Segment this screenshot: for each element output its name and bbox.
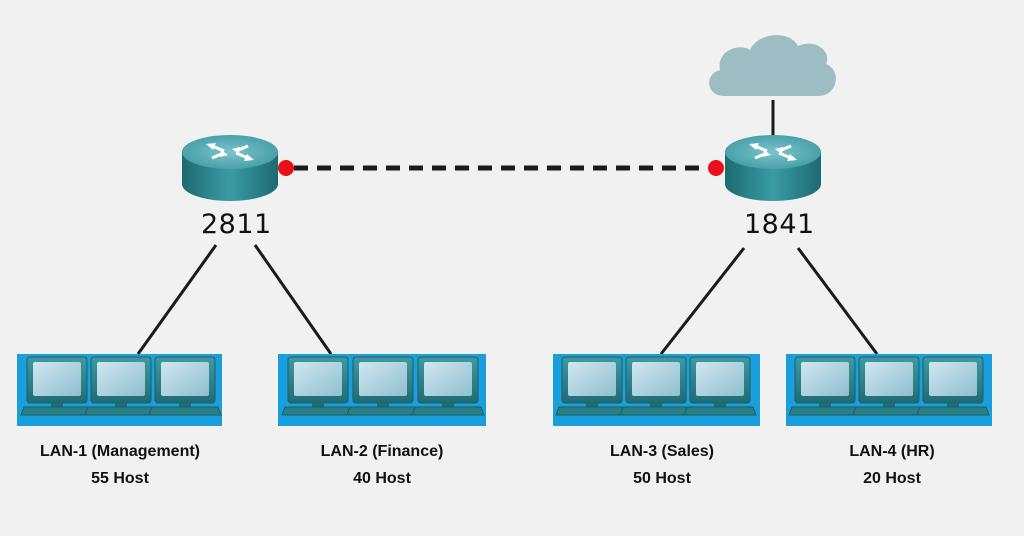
link-r1-lan2: [253, 244, 333, 355]
serial-endpoint-left: [278, 160, 294, 176]
cloud-icon: [709, 35, 836, 96]
router-label-2811: 2811: [201, 209, 272, 240]
lan-panel-4[interactable]: [786, 354, 992, 426]
lan-label-2: LAN-2 (Finance) 40 Host: [262, 438, 502, 492]
lan-name: LAN-4 (HR): [849, 443, 935, 460]
lan-panel-3[interactable]: [553, 354, 760, 426]
lan-hosts: 50 Host: [633, 470, 691, 487]
link-r2-lan4: [796, 247, 879, 355]
lan-name: LAN-2 (Finance): [320, 443, 444, 460]
lan-hosts: 40 Host: [353, 470, 411, 487]
lan-name: LAN-3 (Sales): [609, 443, 715, 460]
lan-label-3: LAN-3 (Sales) 50 Host: [542, 438, 782, 492]
router-1841-icon[interactable]: [723, 133, 823, 203]
lan-label-1: LAN-1 (Management) 55 Host: [0, 438, 240, 492]
lan-panel-1[interactable]: [17, 354, 222, 426]
lan-hosts: 55 Host: [91, 470, 149, 487]
router-2811-icon[interactable]: [180, 133, 280, 203]
link-r2-lan3: [659, 247, 746, 355]
links: [136, 100, 879, 355]
router-label-1841: 1841: [744, 209, 815, 240]
serial-endpoint-right: [708, 160, 724, 176]
link-r1-lan1: [136, 244, 218, 355]
lan-hosts: 20 Host: [863, 470, 921, 487]
lan-panel-2[interactable]: [278, 354, 486, 426]
lan-name: LAN-1 (Management): [39, 443, 200, 460]
lan-label-4: LAN-4 (HR) 20 Host: [772, 438, 1012, 492]
